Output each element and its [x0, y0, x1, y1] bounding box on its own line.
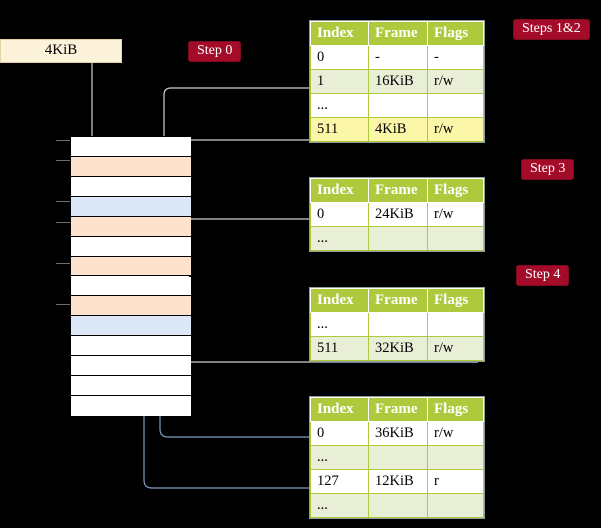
cell-flags — [427, 312, 484, 337]
memory-frame-row — [71, 276, 191, 297]
cell-frame — [368, 493, 428, 518]
badge-step-3: Step 3 — [521, 159, 575, 180]
column-header-frame: Frame — [368, 288, 428, 313]
cell-frame — [368, 226, 428, 251]
column-header-frame: Frame — [368, 21, 428, 46]
cell-index: ... — [310, 226, 369, 251]
memory-tick — [56, 304, 70, 305]
table-row: ... — [310, 93, 484, 118]
memory-tick — [56, 140, 70, 141]
page-box-4kib: 4KiB — [0, 39, 122, 63]
cell-flags: - — [427, 45, 484, 70]
column-header-index: Index — [310, 178, 369, 203]
page-box-label: 4KiB — [44, 42, 78, 58]
cell-flags — [427, 226, 484, 251]
column-header-frame: Frame — [368, 397, 428, 422]
memory-frame-row — [71, 296, 191, 317]
memory-frame-row — [71, 256, 191, 277]
cell-frame — [368, 445, 428, 470]
memory-frame-row — [71, 236, 191, 257]
column-header-flags: Flags — [427, 21, 484, 46]
cell-index: ... — [310, 312, 369, 337]
cell-frame: 32KiB — [368, 336, 428, 361]
column-header-flags: Flags — [427, 178, 484, 203]
cell-index: ... — [310, 93, 369, 118]
cell-index: 511 — [310, 336, 369, 361]
cell-index: 1 — [310, 69, 369, 94]
cell-index: 0 — [310, 421, 369, 446]
cell-index: ... — [310, 493, 369, 518]
cell-flags — [427, 493, 484, 518]
memory-tick — [56, 160, 70, 161]
physical-memory-column — [70, 136, 191, 416]
cell-index: 0 — [310, 202, 369, 227]
cell-frame: - — [368, 45, 428, 70]
cell-frame: 12KiB — [368, 469, 428, 494]
memory-frame-row — [71, 196, 191, 217]
memory-frame-row — [71, 376, 191, 397]
memory-tick — [56, 263, 70, 264]
cell-flags: r/w — [427, 117, 484, 142]
cell-flags: r/w — [427, 336, 484, 361]
column-header-index: Index — [310, 21, 369, 46]
table-row: ... — [310, 445, 484, 470]
table-row: 0-- — [310, 45, 484, 70]
cell-flags — [427, 93, 484, 118]
cell-flags: r — [427, 469, 484, 494]
memory-frame-row — [71, 216, 191, 237]
column-header-frame: Frame — [368, 178, 428, 203]
cell-flags: r/w — [427, 202, 484, 227]
cell-index: 0 — [310, 45, 369, 70]
table-row: ... — [310, 493, 484, 518]
column-header-flags: Flags — [427, 288, 484, 313]
memory-frame-row — [71, 396, 191, 416]
cell-flags: r/w — [427, 69, 484, 94]
cell-index: ... — [310, 445, 369, 470]
column-header-flags: Flags — [427, 397, 484, 422]
column-header-index: Index — [310, 288, 369, 313]
column-header-index: Index — [310, 397, 369, 422]
cell-flags: r/w — [427, 421, 484, 446]
badge-steps-1-2: Steps 1&2 — [513, 19, 590, 40]
table-row: ... — [310, 312, 484, 337]
cell-flags — [427, 445, 484, 470]
cell-frame: 4KiB — [368, 117, 428, 142]
memory-frame-row — [71, 356, 191, 377]
cell-frame — [368, 312, 428, 337]
memory-frame-row — [71, 176, 191, 197]
memory-tick — [56, 201, 70, 202]
memory-tick — [56, 222, 70, 223]
cell-frame: 36KiB — [368, 421, 428, 446]
cell-frame: 16KiB — [368, 69, 428, 94]
badge-step-4: Step 4 — [516, 265, 570, 286]
memory-frame-row — [71, 137, 191, 157]
cell-frame — [368, 93, 428, 118]
memory-frame-row — [71, 156, 191, 177]
cell-frame: 24KiB — [368, 202, 428, 227]
memory-frame-row — [71, 316, 191, 337]
badge-step-0: Step 0 — [188, 41, 242, 62]
memory-frame-row — [71, 336, 191, 357]
cell-index: 511 — [310, 117, 369, 142]
cell-index: 127 — [310, 469, 369, 494]
table-row: ... — [310, 226, 484, 251]
